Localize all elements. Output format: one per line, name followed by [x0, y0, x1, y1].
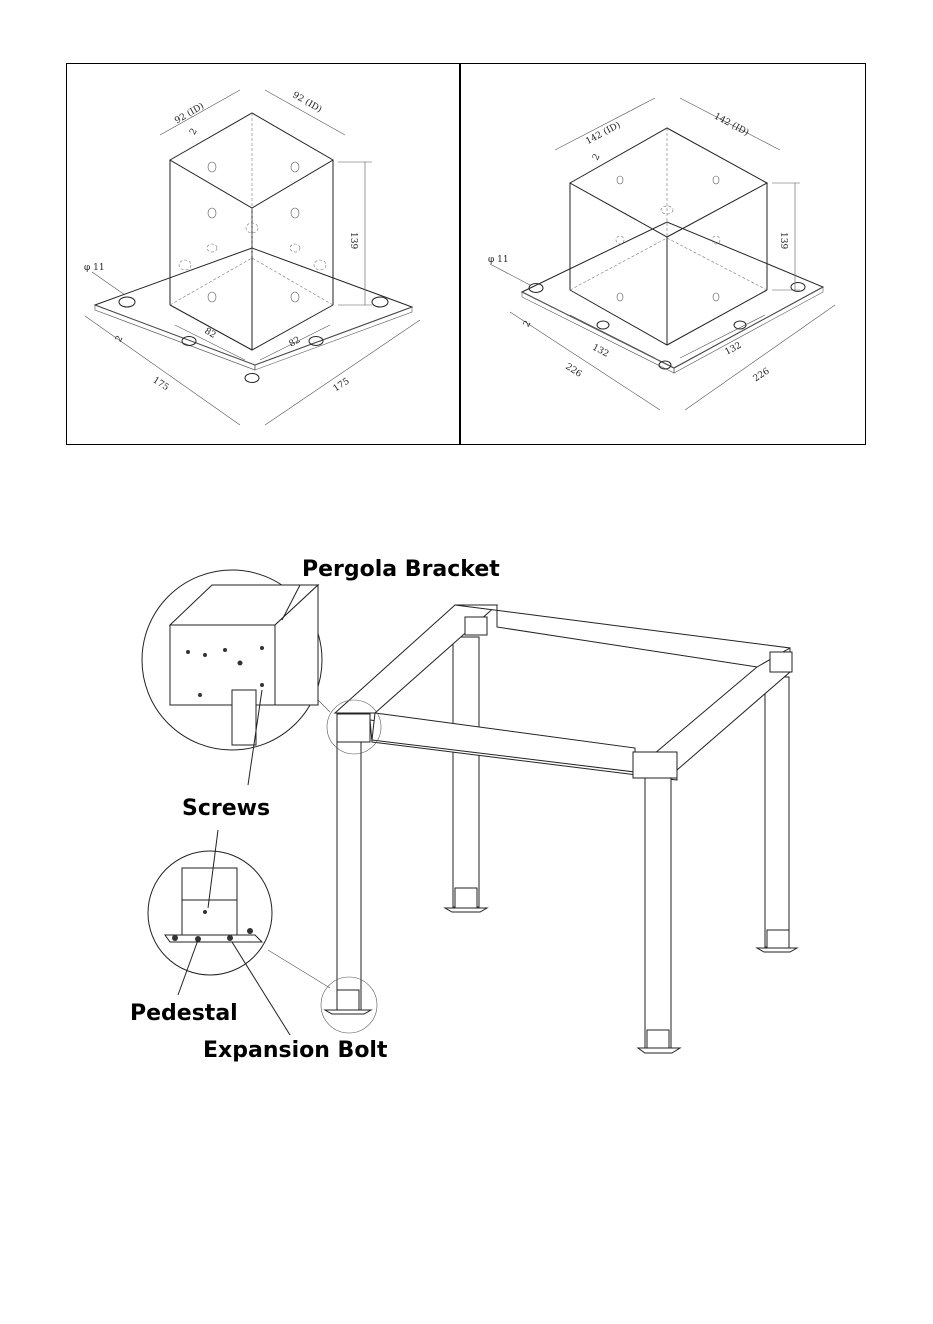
- right-dim-hole: φ 11: [488, 255, 509, 265]
- right-dim-top-a: 142 (ID): [584, 120, 623, 147]
- left-dim-base-a: 175: [151, 375, 171, 393]
- left-dim-top-b: 92 (ID): [291, 90, 324, 116]
- left-dim-inner-b: 82: [287, 335, 302, 349]
- left-dim-thickness-base: 2: [114, 334, 126, 344]
- left-bracket-drawing: 92 (ID) 92 (ID) 2 139 φ 11 2 82 82 175 1…: [84, 90, 420, 425]
- right-dim-top-b: 142 (ID): [712, 111, 751, 138]
- right-dim-thickness-base: 2: [522, 319, 534, 329]
- right-dim-base-a: 226: [563, 362, 583, 380]
- expansion-bolt-label: Expansion Bolt: [203, 1038, 388, 1063]
- right-dim-inner-a: 132: [590, 343, 610, 360]
- left-dim-top-a: 92 (ID): [173, 101, 206, 127]
- left-dim-base-b: 175: [332, 376, 352, 394]
- left-dim-inner-a: 82: [202, 326, 217, 340]
- screws-label: Screws: [182, 796, 270, 821]
- right-dim-inner-b: 132: [723, 341, 743, 358]
- left-dim-hole: φ 11: [84, 263, 105, 273]
- pedestal-label: Pedestal: [130, 1001, 238, 1026]
- pergola-bracket-label: Pergola Bracket: [302, 557, 500, 582]
- left-dim-height: 139: [348, 232, 358, 249]
- left-dim-thickness-top: 2: [188, 127, 200, 137]
- right-dim-thickness-top: 2: [591, 152, 603, 162]
- right-dim-height: 139: [778, 232, 788, 249]
- right-bracket-drawing: 142 (ID) 142 (ID) 2 139 φ 11 2 132 132 2…: [488, 98, 835, 410]
- right-dim-base-b: 226: [752, 366, 772, 384]
